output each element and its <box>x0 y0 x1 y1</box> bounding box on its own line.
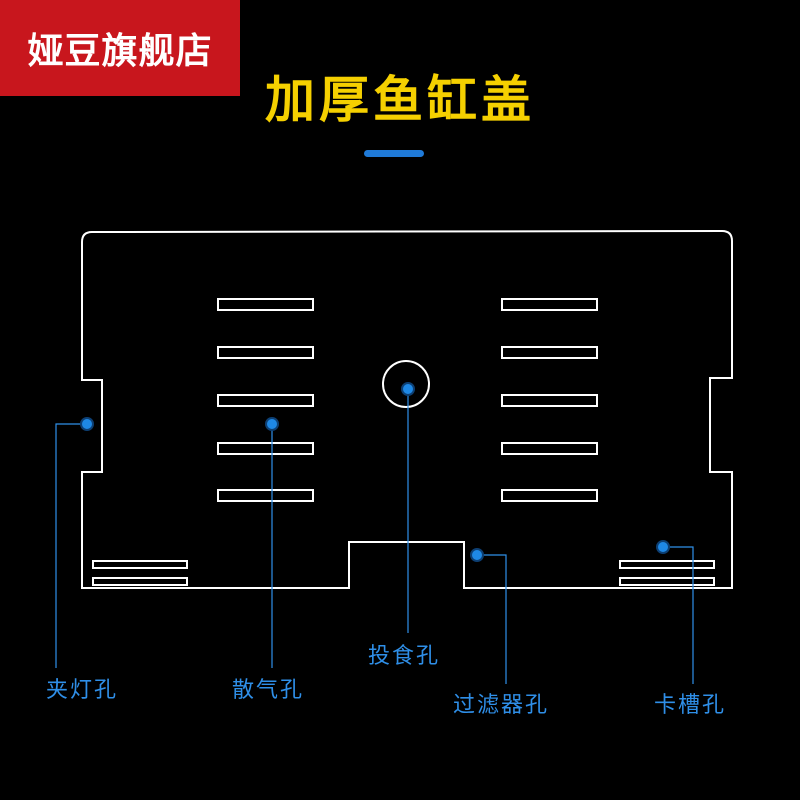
store-brand-text: 娅豆旗舰店 <box>27 30 213 72</box>
callout-dots <box>80 382 670 562</box>
vent-slot <box>501 346 598 359</box>
callout-dot-feeding <box>401 382 415 396</box>
vent-slot <box>217 442 314 455</box>
slot-bar <box>619 560 715 569</box>
slot-bar <box>619 577 715 586</box>
vent-slot <box>217 489 314 502</box>
page-title: 加厚鱼缸盖 <box>265 71 535 129</box>
vent-slot <box>501 489 598 502</box>
slot-bars-right <box>619 560 715 586</box>
label-vent-holes: 散气孔 <box>232 678 305 703</box>
callout-dot-clip-light <box>80 417 94 431</box>
feeding-hole-circle <box>382 360 430 408</box>
vent-slot <box>501 298 598 311</box>
callout-line-slot <box>663 546 694 684</box>
callout-line-filter <box>477 554 507 684</box>
callout-lines <box>55 389 694 684</box>
callout-dot-filter <box>470 548 484 562</box>
label-feeding-hole: 投食孔 <box>368 644 441 669</box>
callout-dot-vent <box>265 417 279 431</box>
vent-slots-left <box>217 298 314 502</box>
vent-slot <box>501 442 598 455</box>
label-clip-light-hole: 夹灯孔 <box>46 678 119 703</box>
vent-slot <box>217 394 314 407</box>
callout-dot-slot <box>656 540 670 554</box>
vent-slot <box>217 298 314 311</box>
slot-bars-left <box>92 560 188 586</box>
callout-line-clip-light <box>55 423 87 668</box>
title-underline <box>364 150 424 157</box>
store-brand-badge: 娅豆旗舰店 <box>0 0 240 96</box>
label-slot-holes: 卡槽孔 <box>654 693 727 718</box>
slot-bar <box>92 560 188 569</box>
lid-outline <box>81 229 733 589</box>
vent-slot <box>217 346 314 359</box>
vent-slot <box>501 394 598 407</box>
slot-bar <box>92 577 188 586</box>
vent-slots-right <box>501 298 598 502</box>
label-filter-hole: 过滤器孔 <box>453 693 550 718</box>
